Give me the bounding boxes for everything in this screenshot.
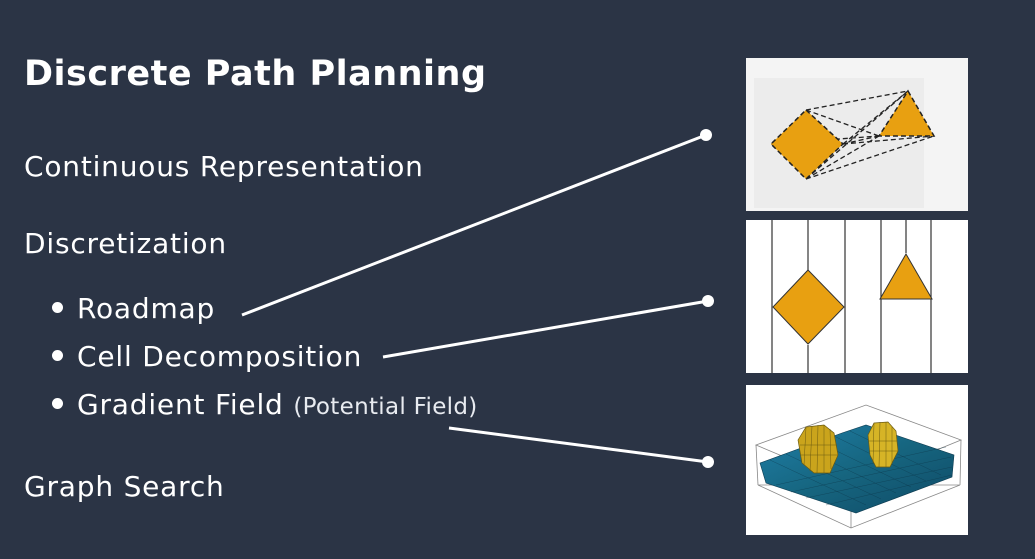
potential-field-surface-plot-icon: [746, 385, 968, 535]
slide-title: Discrete Path Planning: [24, 54, 487, 94]
diamond-obstacle-icon: [769, 108, 845, 181]
connector-cell-decomposition-endpoint: [702, 295, 714, 307]
connector-roadmap-endpoint: [700, 129, 712, 141]
bullet-dot-icon: [52, 301, 63, 313]
cell-decomposition-panel: [746, 220, 968, 373]
potential-peak-icon: [797, 424, 839, 474]
bullet-gradient-field-note: (Potential Field): [293, 394, 478, 420]
bullet-gradient-field: Gradient Field (Potential Field): [52, 388, 478, 421]
section-continuous-representation: Continuous Representation: [24, 150, 424, 183]
bullet-dot-icon: [52, 349, 63, 361]
bullet-cell-decomposition-label: Cell Decomposition: [77, 340, 363, 373]
section-graph-search: Graph Search: [24, 470, 225, 503]
section-discretization: Discretization: [24, 227, 227, 260]
bullet-dot-icon: [52, 397, 63, 409]
bullet-roadmap: Roadmap: [52, 292, 215, 325]
triangle-obstacle-icon: [879, 253, 933, 300]
bullet-gradient-field-label: Gradient Field: [77, 388, 284, 421]
roadmap-panel: [746, 58, 968, 211]
potential-peak-icon: [867, 421, 899, 468]
connector-cell-decomposition: [382, 299, 709, 359]
diamond-obstacle-icon: [772, 269, 845, 345]
potential-field-panel: [746, 385, 968, 535]
triangle-obstacle-icon: [877, 89, 936, 137]
roadmap-diagram-icon: [746, 58, 968, 211]
connector-gradient-field-endpoint: [702, 456, 714, 468]
bullet-roadmap-label: Roadmap: [77, 292, 216, 325]
connector-gradient-field: [448, 426, 709, 464]
bullet-cell-decomposition: Cell Decomposition: [52, 340, 362, 373]
cell-decomposition-diagram-icon: [746, 220, 968, 373]
